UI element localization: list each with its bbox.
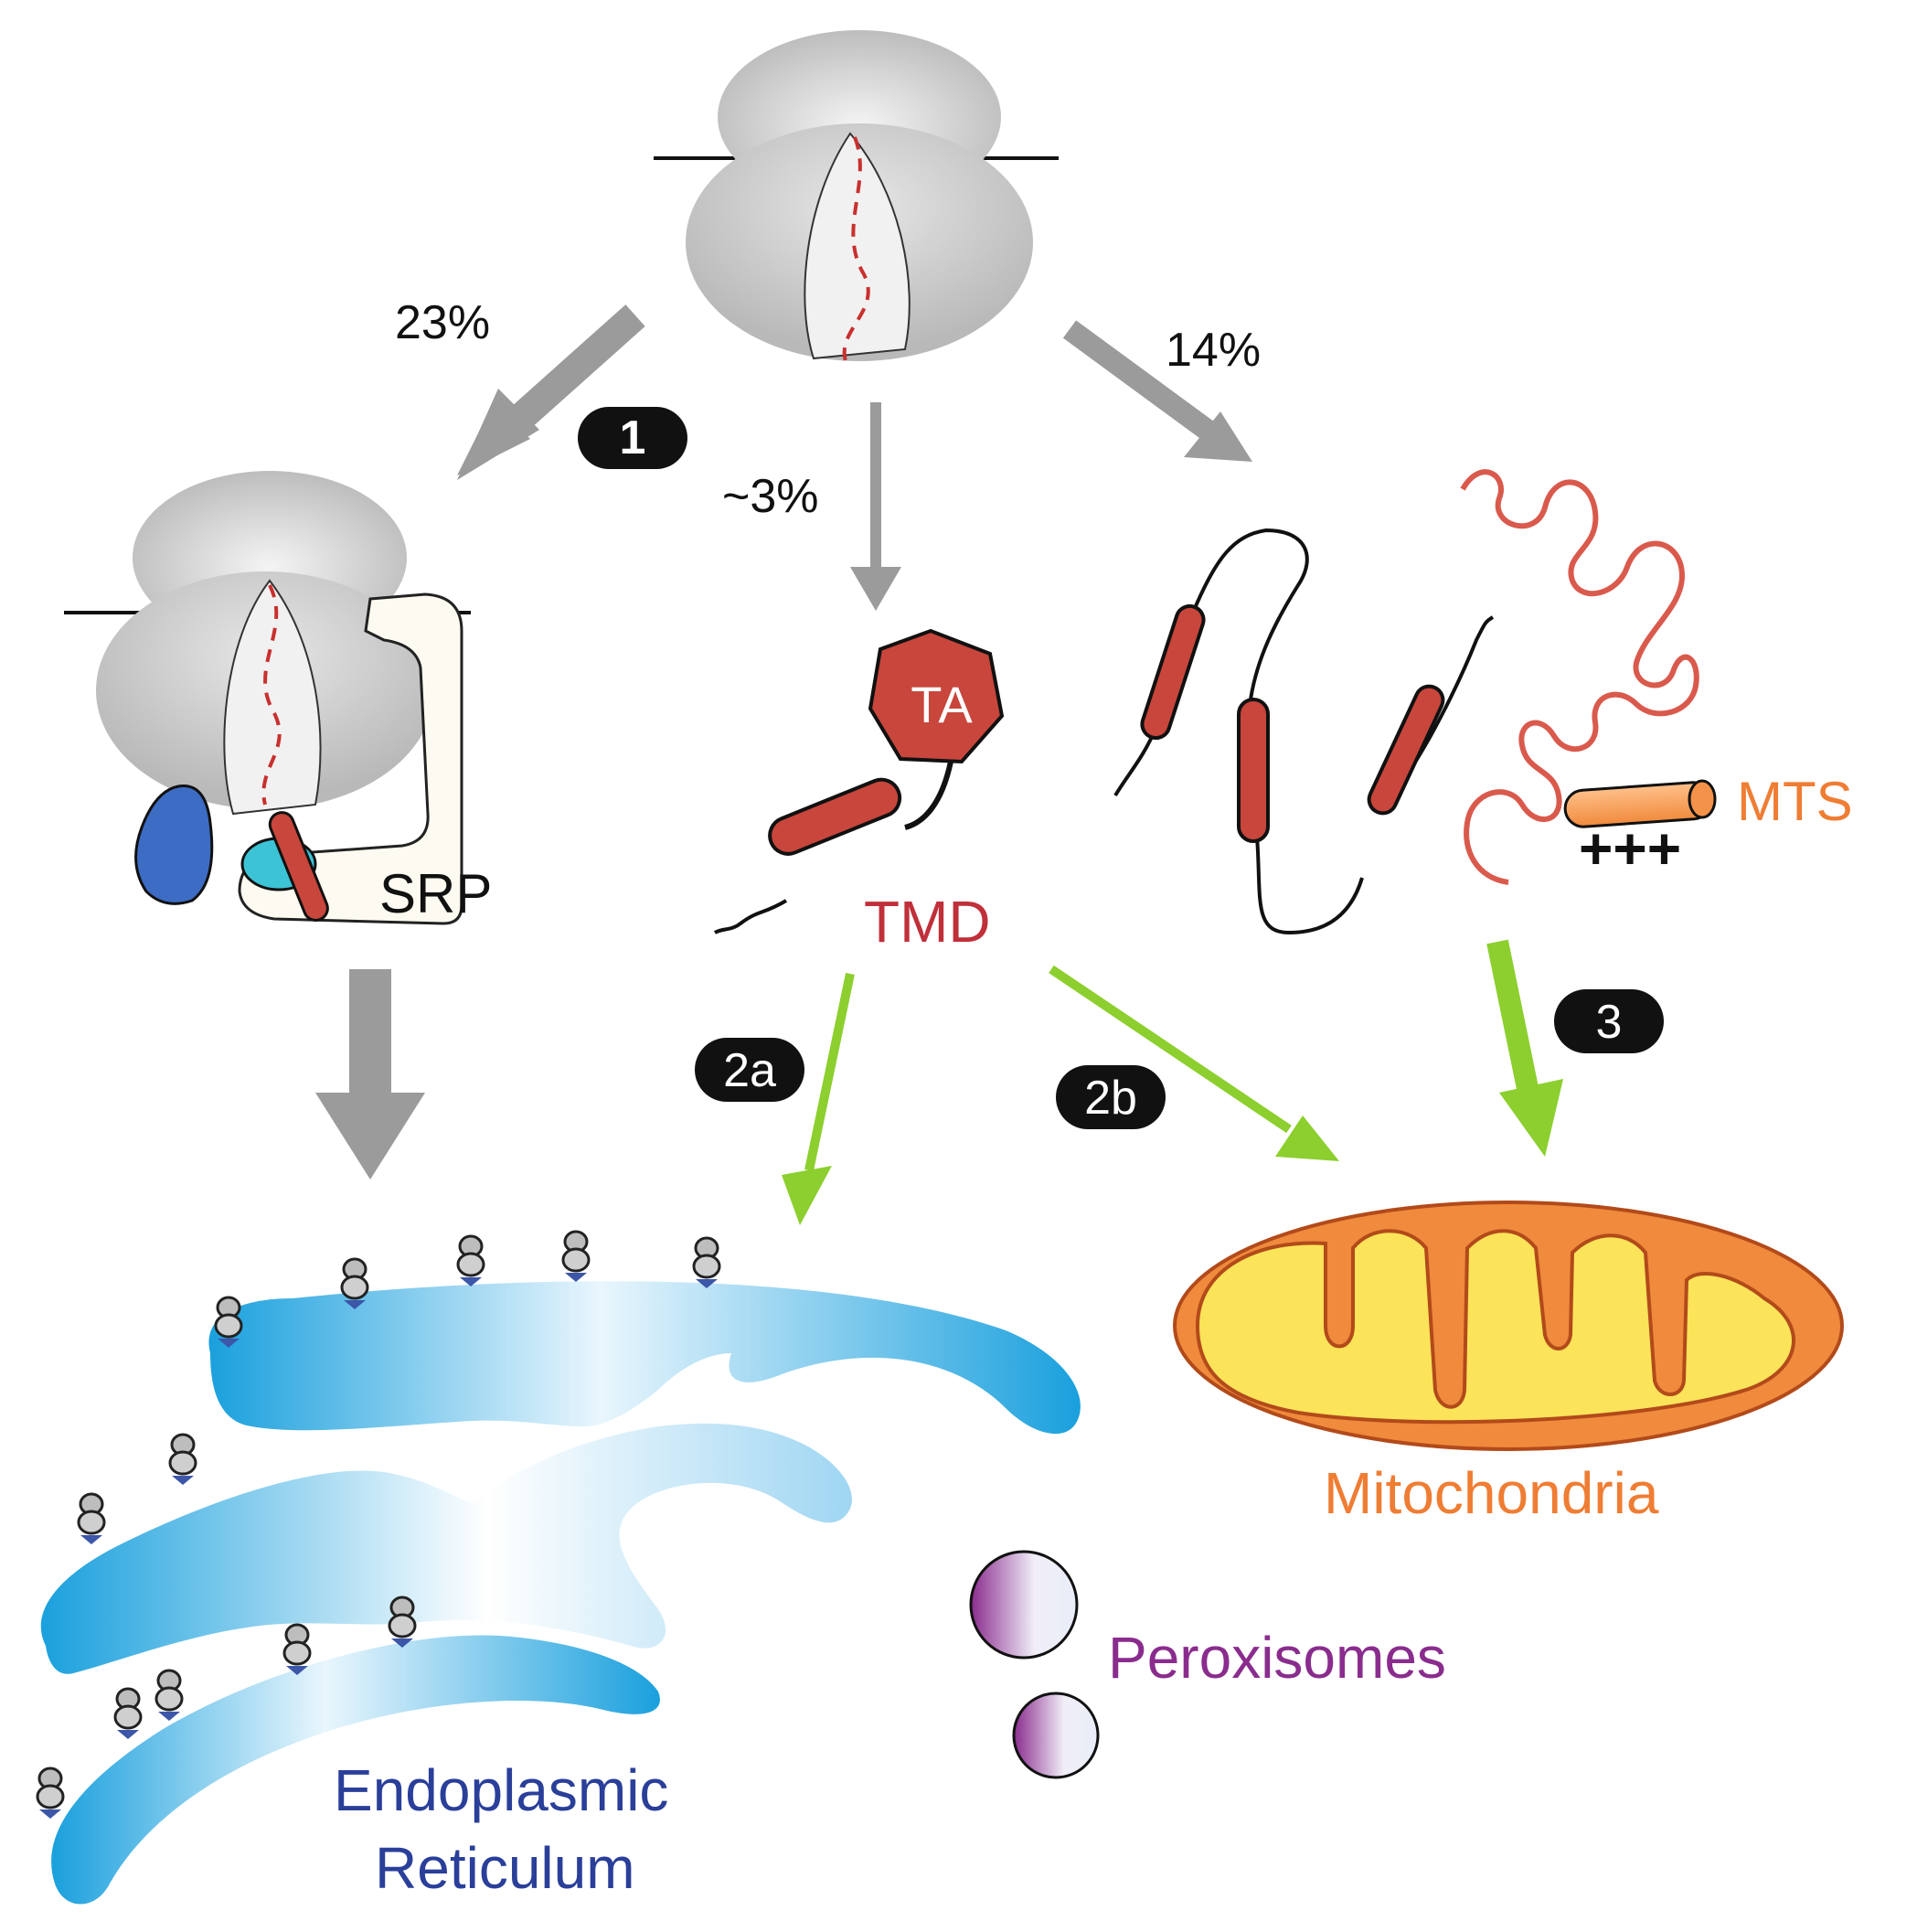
er-sheet-top bbox=[208, 1281, 1081, 1435]
er-ribosome bbox=[36, 1767, 65, 1820]
er-ribosome bbox=[388, 1596, 417, 1649]
srp-signal-tmd bbox=[268, 811, 329, 922]
er-ribosome bbox=[168, 1433, 197, 1487]
percent-ta: ~3% bbox=[722, 470, 819, 523]
exit-tunnel bbox=[804, 132, 911, 360]
er-label-line2: Reticulum bbox=[375, 1835, 635, 1901]
mts-positive-charges: +++ bbox=[1579, 816, 1681, 881]
gray-arrow-multitm bbox=[1062, 320, 1214, 439]
er-label-line1: Endoplasmic bbox=[334, 1757, 668, 1823]
ta-hexagon bbox=[868, 628, 1005, 764]
multi-tm-helix-2 bbox=[1237, 698, 1270, 843]
srp-ribosome-complex: SRP bbox=[64, 471, 492, 925]
srp-exit-tunnel bbox=[223, 579, 322, 816]
green-arrow-3 bbox=[1486, 939, 1539, 1095]
er-ribosome bbox=[77, 1492, 106, 1546]
multi-tm-chain bbox=[1113, 528, 1495, 935]
er-ribosome bbox=[561, 1230, 591, 1284]
green-arrow-2b bbox=[1049, 965, 1292, 1134]
cytosolic-ribosome bbox=[654, 30, 1059, 362]
step-3-label: 3 bbox=[1596, 996, 1623, 1049]
mitochondria-label: Mitochondria bbox=[1324, 1460, 1659, 1526]
srp-rna-arm bbox=[238, 592, 463, 925]
step-badge-3: 3 bbox=[1554, 989, 1664, 1053]
er-ribosome bbox=[282, 1623, 312, 1677]
er-ribosome bbox=[456, 1234, 485, 1288]
percent-multitm: 14% bbox=[1166, 324, 1261, 377]
mitochondrion: Mitochondria bbox=[1173, 1201, 1844, 1526]
mts-helix-cap bbox=[1688, 779, 1717, 819]
nascent-chain bbox=[842, 136, 870, 362]
srp-blue-domain bbox=[134, 785, 214, 905]
mts-label: MTS bbox=[1737, 771, 1853, 832]
er-ribosome bbox=[154, 1669, 184, 1723]
insertion-arrows bbox=[782, 939, 1563, 1225]
multi-tm-protein bbox=[1113, 528, 1495, 935]
ta-label: TA bbox=[911, 676, 973, 733]
step-1-label: 1 bbox=[620, 411, 646, 464]
step-badge-2a: 2a bbox=[695, 1038, 804, 1102]
peroxisomes-label: Peroxisomes bbox=[1108, 1625, 1446, 1691]
er-ribosome bbox=[214, 1296, 243, 1350]
tail-anchored-protein: TA TMD bbox=[713, 628, 1005, 955]
tmd-helix bbox=[768, 777, 902, 856]
ta-linker bbox=[904, 761, 953, 830]
multi-tm-helix-1 bbox=[1140, 603, 1206, 741]
endoplasmic-reticulum: Endoplasmic Reticulum bbox=[36, 1230, 1081, 1905]
srp-label: SRP bbox=[379, 863, 492, 924]
green-arrow-2a bbox=[804, 972, 855, 1172]
er-sheet-middle bbox=[40, 1423, 852, 1674]
step-badge-1: 1 bbox=[578, 407, 687, 469]
er-ribosome bbox=[692, 1236, 721, 1290]
tmd-label: TMD bbox=[864, 889, 991, 955]
step-2b-label: 2b bbox=[1084, 1072, 1137, 1125]
er-ribosome bbox=[340, 1257, 369, 1311]
peroxisomes: Peroxisomes bbox=[969, 1550, 1446, 1779]
peroxisome-small bbox=[1012, 1692, 1100, 1779]
er-ribosome bbox=[113, 1687, 143, 1741]
multi-tm-helix-3 bbox=[1367, 684, 1445, 816]
path-arrows bbox=[315, 304, 1252, 1179]
mito-cristae bbox=[1195, 1229, 1796, 1425]
peroxisome-large bbox=[969, 1550, 1079, 1660]
percent-srp: 23% bbox=[395, 296, 490, 349]
step-2a-label: 2a bbox=[723, 1044, 776, 1097]
unfolded-chain bbox=[1460, 469, 1699, 885]
ta-n-terminus bbox=[713, 899, 788, 934]
mts-protein: MTS +++ bbox=[1460, 469, 1853, 885]
er-sheet-bottom bbox=[51, 1635, 660, 1905]
step-badge-2b: 2b bbox=[1056, 1065, 1166, 1129]
